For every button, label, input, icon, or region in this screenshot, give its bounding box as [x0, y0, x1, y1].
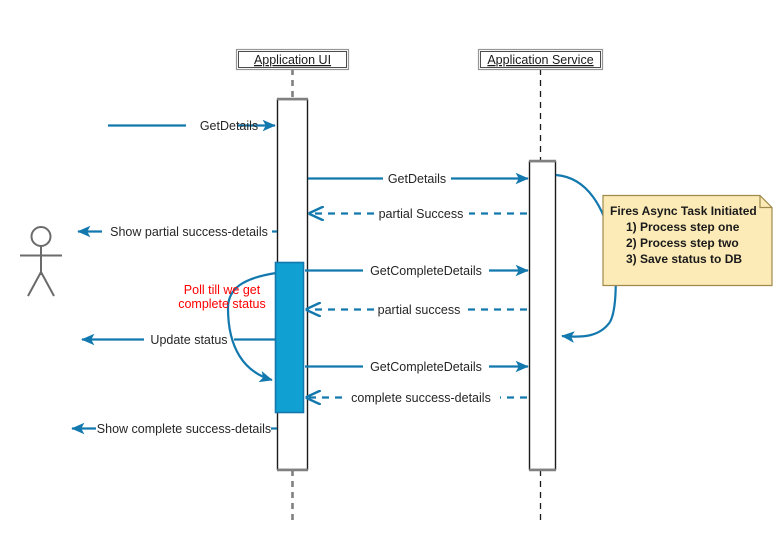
activation-bar-application-ui-polling: [274, 261, 305, 414]
message-label-m7: Update status: [150, 333, 227, 347]
participant-header-application-service[interactable]: Application Service: [477, 48, 604, 71]
message-label-m3: partial Success: [379, 207, 464, 221]
activation-bar-application-service: [528, 159, 557, 472]
message-label-m5: GetCompleteDetails: [370, 264, 482, 278]
participant-label-application-ui: Application UI: [254, 53, 331, 67]
participant-label-application-service: Application Service: [487, 53, 593, 67]
message-label-m10: Show complete success-details: [97, 422, 271, 436]
actor-stick-figure: [20, 226, 62, 297]
note-item-1: 1) Process step one: [626, 220, 740, 234]
message-label-m1: GetDetails: [200, 119, 258, 133]
note-title: Fires Async Task Initiated: [610, 204, 757, 218]
self-call-label-line2: complete status: [178, 297, 266, 311]
message-label-m8: GetCompleteDetails: [370, 360, 482, 374]
self-call-application-ui: [226, 271, 277, 383]
note-item-2: 2) Process step two: [626, 236, 739, 250]
message-label-m9: complete success-details: [351, 391, 491, 405]
message-label-m4: Show partial success-details: [110, 225, 268, 239]
note-item-3: 3) Save status to DB: [626, 252, 742, 266]
self-call-label-line1: Poll till we get: [184, 283, 261, 297]
message-label-m2: GetDetails: [388, 172, 446, 186]
participant-header-application-ui[interactable]: Application UI: [235, 48, 350, 71]
async-task-note[interactable]: Fires Async Task Initiated 1) Process st…: [602, 194, 773, 287]
message-label-m6: partial success: [378, 303, 461, 317]
